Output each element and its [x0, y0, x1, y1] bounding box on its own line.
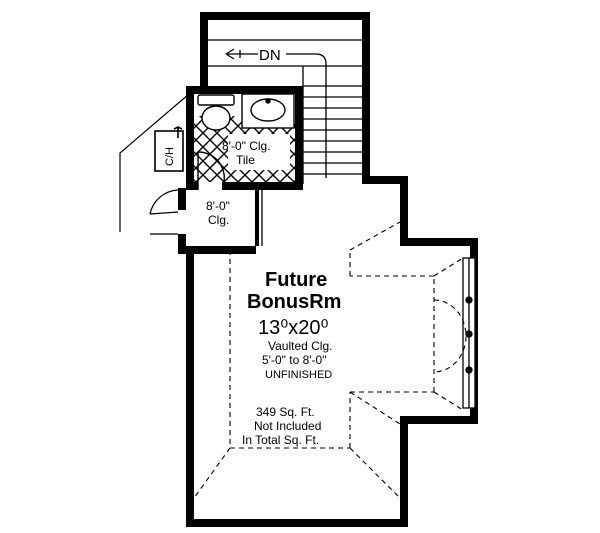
ch-label: C/H: [164, 147, 176, 166]
stair-walls: [200, 12, 370, 184]
room-size: 13⁰x20⁰: [258, 317, 329, 339]
ceiling-label-1: Vaulted Clg.: [268, 339, 332, 353]
stair-down-label: DN: [259, 47, 281, 64]
ceiling-label-2: 5'-0" to 8'-0": [262, 353, 326, 367]
sqft-label-3: In Total Sq. Ft.: [242, 433, 319, 447]
roof-edge-lines: [119, 87, 197, 232]
sqft-label-2: Not Included: [254, 419, 321, 433]
toilet-tank: [197, 94, 235, 106]
closet-ceiling-label-1: 8'-0": [206, 199, 230, 213]
vaulted-ceiling-lines: [193, 221, 467, 499]
bath-floor-label: Tile: [236, 153, 255, 167]
sqft-label-1: 349 Sq. Ft.: [256, 405, 315, 419]
ch-cabinet: [154, 126, 184, 172]
bath-fixtures: [197, 93, 295, 131]
stair-treads: [208, 39, 362, 184]
bay-window: [462, 257, 476, 409]
finish-label: UNFINISHED: [265, 369, 332, 381]
room-name-line-1: Future: [265, 269, 327, 291]
closet-walls: [178, 188, 259, 254]
bath-walls: [186, 86, 303, 190]
bath-door: [197, 151, 226, 190]
closet-ceiling-label-2: Clg.: [208, 213, 229, 227]
toilet-bowl: [201, 105, 231, 131]
closet-details: [149, 189, 263, 246]
bath-ceiling-label: 8'-0" Clg.: [222, 139, 271, 153]
room-name-line-2: BonusRm: [247, 291, 341, 313]
